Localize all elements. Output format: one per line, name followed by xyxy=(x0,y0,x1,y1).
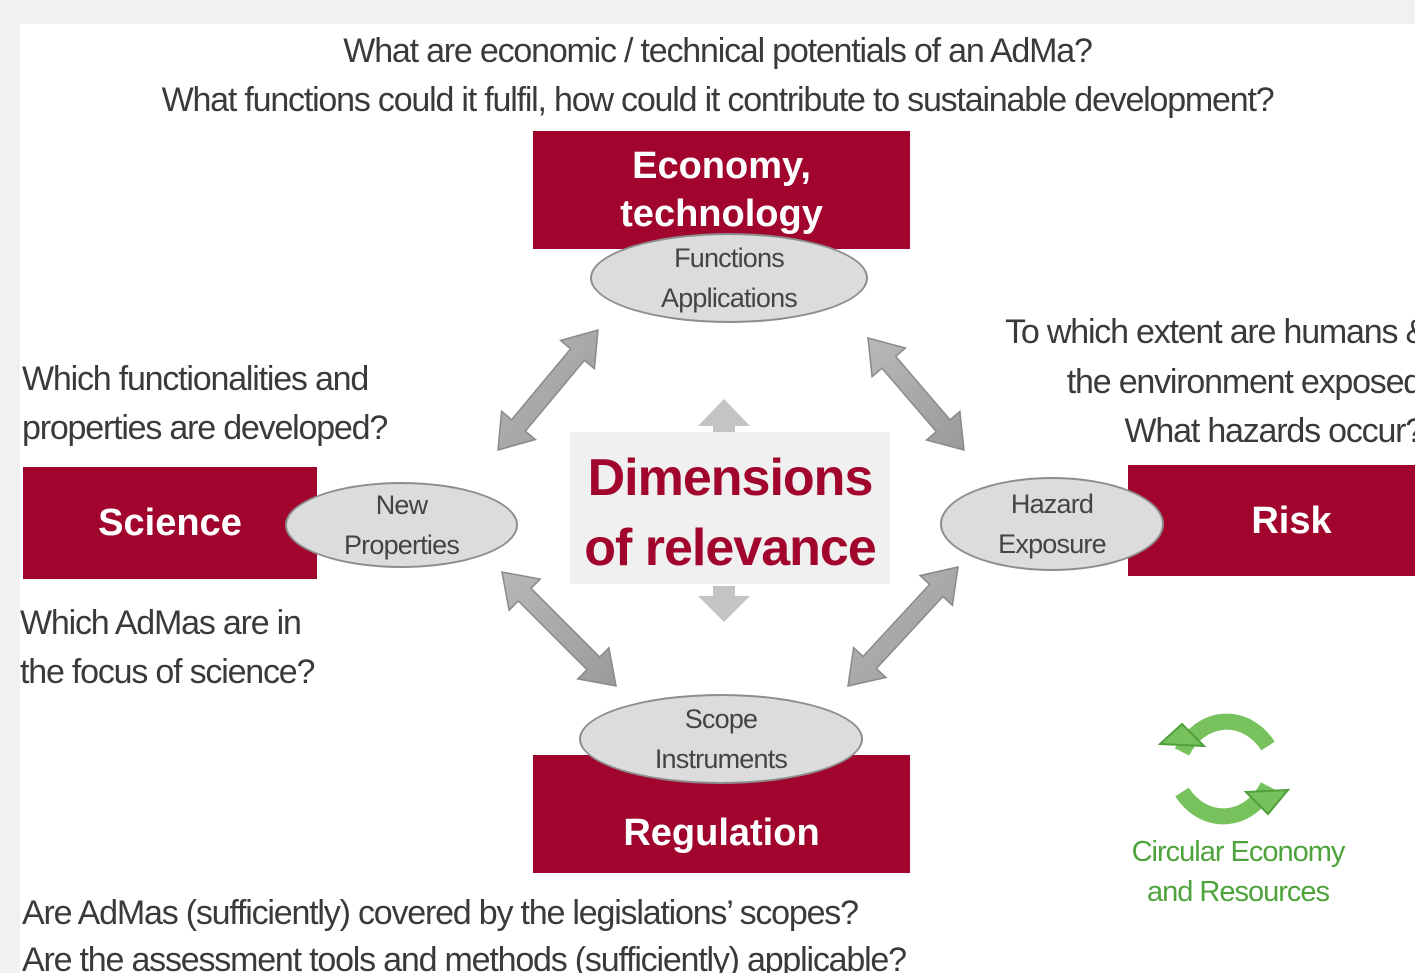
regulation-question-2: Are the assessment tools and methods (su… xyxy=(22,941,907,973)
regulation-ellipse-line-2: Instruments xyxy=(654,744,788,774)
hazard-exposure-ellipse: Hazard Exposure xyxy=(940,477,1164,571)
circular-economy-line-2: and Resources xyxy=(1146,876,1330,908)
science-question-1: Which functionalities and xyxy=(22,360,369,398)
risk-box: Risk xyxy=(1128,465,1415,576)
science-regulation-double-arrow-icon xyxy=(501,571,617,687)
economy-ellipse-line-1: Functions xyxy=(674,243,785,273)
regulation-question-1: Are AdMas (sufficiently) covered by the … xyxy=(22,894,859,932)
recycle-arrowhead-right-icon xyxy=(1243,788,1291,816)
center-panel xyxy=(570,432,890,584)
circular-economy-line-1: Circular Economy xyxy=(1131,836,1346,868)
center-title-line-2: of relevance xyxy=(584,519,877,577)
economy-risk-double-arrow-icon xyxy=(867,336,965,452)
science-box-label: Science xyxy=(98,502,242,544)
risk-question-2: the environment exposed xyxy=(1066,363,1415,401)
science-ellipse-line-1: New xyxy=(375,490,428,520)
risk-regulation-double-arrow-icon xyxy=(847,566,959,687)
economy-science-double-arrow-icon xyxy=(497,328,599,452)
risk-ellipse-line-2: Exposure xyxy=(998,529,1106,559)
regulation-box-label: Regulation xyxy=(623,812,820,854)
economy-question-2: What functions could it fulfil, how coul… xyxy=(161,81,1275,119)
risk-ellipse-line-1: Hazard xyxy=(1010,489,1094,519)
arrows-layer xyxy=(497,328,1291,825)
circular-economy-label: Circular Economy and Resources xyxy=(1118,832,1358,912)
diagram-canvas: What are economic / technical potentials… xyxy=(20,24,1415,973)
economy-box-line-1: Economy, xyxy=(632,145,811,187)
science-question-2: properties are developed? xyxy=(22,409,388,447)
center-down-arrow-icon xyxy=(698,586,750,622)
science-question-4: the focus of science? xyxy=(20,653,315,691)
economy-box-line-2: technology xyxy=(620,193,823,235)
risk-box-label: Risk xyxy=(1251,499,1332,542)
science-box: Science xyxy=(23,467,317,579)
economy-ellipse-line-2: Applications xyxy=(661,283,798,313)
center-title-line-1: Dimensions xyxy=(587,449,874,507)
new-properties-ellipse: New Properties xyxy=(285,482,518,568)
science-ellipse-line-2: Properties xyxy=(343,530,460,560)
economy-technology-box: Economy, technology xyxy=(533,131,910,249)
regulation-ellipse-line-1: Scope xyxy=(684,704,758,734)
recycle-arrowhead-left-icon xyxy=(1157,722,1207,748)
science-question-3: Which AdMas are in xyxy=(20,604,302,642)
risk-question-1: To which extent are humans & xyxy=(1005,313,1415,351)
economy-question-1: What are economic / technical potentials… xyxy=(343,32,1093,70)
scope-instruments-ellipse: Scope Instruments xyxy=(579,694,863,784)
risk-question-3: What hazards occur? xyxy=(1124,412,1415,450)
functions-applications-ellipse: Functions Applications xyxy=(590,233,868,323)
center-up-arrow-icon xyxy=(698,399,750,432)
